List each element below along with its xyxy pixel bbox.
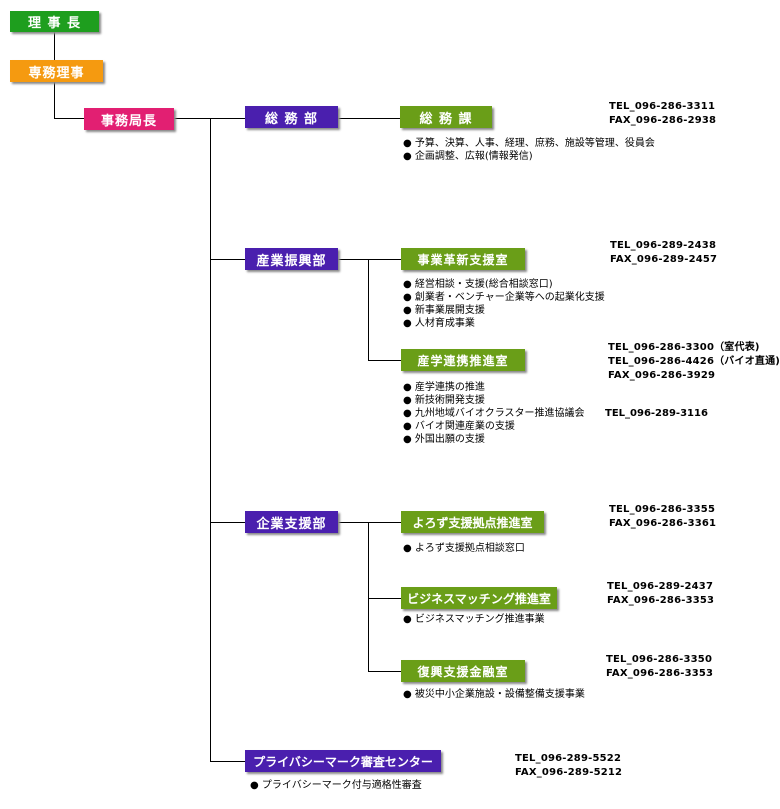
sec-recovery-box: 復興支援金融室 <box>401 660 525 682</box>
dept-industry-box: 産業振興部 <box>245 248 338 270</box>
list-item: 被災中小企業施設・設備整備支援事業 <box>403 688 585 701</box>
list-item: 外国出願の支援 <box>403 433 585 446</box>
secretary-general-box: 事務局長 <box>84 108 174 130</box>
contact-privacy: TEL_096-289-5522 FAX_096-289-5212 <box>515 752 622 780</box>
list-item: 創業者・ベンチャー企業等への起業化支援 <box>403 291 605 304</box>
connector-to-privacy <box>210 761 245 762</box>
duties-matching: ビジネスマッチング推進事業 <box>403 613 545 626</box>
contact-yorozu: TEL_096-286-3355 FAX_096-286-3361 <box>609 503 716 531</box>
list-item: 企画調整、広報(情報発信) <box>403 150 655 163</box>
connector-to-secretary <box>54 118 84 119</box>
connector-general-section <box>338 118 400 119</box>
industry-branch <box>368 259 369 360</box>
list-item: 産学連携の推進 <box>403 381 585 394</box>
list-item: 経営相談・支援(総合相談窓口) <box>403 278 605 291</box>
tel-innovation: TEL_096-289-2438 <box>610 240 717 251</box>
fax-recovery: FAX_096-286-3353 <box>606 668 714 679</box>
duties-yorozu: よろず支援拠点相談窓口 <box>403 542 525 555</box>
connector-to-general <box>210 118 245 119</box>
list-item: 予算、決算、人事、経理、庶務、施設等管理、役員会 <box>403 137 655 150</box>
chairman-box: 理 事 長 <box>10 11 99 32</box>
enterprise-branch <box>368 522 369 671</box>
connector-chairman-managing <box>54 32 55 60</box>
duties-general: 予算、決算、人事、経理、庶務、施設等管理、役員会 企画調整、広報(情報発信) <box>403 137 655 163</box>
connector-managing-secretary <box>54 82 55 118</box>
fax-general: FAX_096-286-2938 <box>609 115 717 126</box>
connector-to-innovation <box>368 259 401 260</box>
tel-matching: TEL_096-289-2437 <box>607 581 714 592</box>
connector-to-yorozu <box>368 522 401 523</box>
sec-general-box: 総 務 課 <box>400 106 492 128</box>
contact-collab: TEL_096-286-3300（室代表) TEL_096-286-4426（バ… <box>608 341 780 383</box>
duties-collab: 産学連携の推進 新技術開発支援 九州地域バイオクラスター推進協議会 バイオ関連産… <box>403 381 585 446</box>
tel-yorozu: TEL_096-286-3355 <box>609 504 716 515</box>
tel-general: TEL_096-286-3311 <box>609 101 716 112</box>
list-item: ビジネスマッチング推進事業 <box>403 613 545 626</box>
sec-yorozu-box: よろず支援拠点推進室 <box>401 511 544 533</box>
fax-innovation: FAX_096-289-2457 <box>610 254 718 265</box>
connector-to-matching <box>368 598 401 599</box>
list-item: プライバシーマーク付与適格性審査 <box>250 779 422 792</box>
connector-to-recovery <box>368 671 401 672</box>
contact-matching: TEL_096-289-2437 FAX_096-286-3353 <box>607 580 714 608</box>
connector-to-industry <box>210 259 245 260</box>
fax-collab: FAX_096-286-3929 <box>608 370 716 381</box>
duties-privacy: プライバシーマーク付与適格性審査 <box>250 779 422 792</box>
duties-recovery: 被災中小企業施設・設備整備支援事業 <box>403 688 585 701</box>
contact-innovation: TEL_096-289-2438 FAX_096-289-2457 <box>610 239 717 267</box>
connector-to-collab <box>368 360 401 361</box>
list-item: よろず支援拠点相談窓口 <box>403 542 525 555</box>
connector-industry-out <box>338 259 368 260</box>
tel-privacy: TEL_096-289-5522 <box>515 753 622 764</box>
connector-secretary-trunk <box>174 118 210 119</box>
list-item: 九州地域バイオクラスター推進協議会 <box>403 407 585 420</box>
list-item: 新事業展開支援 <box>403 304 605 317</box>
managing-director-box: 専務理事 <box>10 60 103 82</box>
contact-recovery: TEL_096-286-3350 FAX_096-286-3353 <box>606 653 713 681</box>
connector-enterprise-out <box>338 522 368 523</box>
sec-collab-box: 産学連携推進室 <box>401 349 525 371</box>
connector-to-enterprise <box>210 522 245 523</box>
list-item: バイオ関連産業の支援 <box>403 420 585 433</box>
tel-collab-main: TEL_096-286-3300（室代表) <box>608 342 760 353</box>
list-item: 人材育成事業 <box>403 317 605 330</box>
tel-collab-bio: TEL_096-286-4426（バイオ直通) <box>608 356 780 367</box>
contact-general: TEL_096-286-3311 FAX_096-286-2938 <box>609 100 716 128</box>
dept-general-box: 総 務 部 <box>245 106 338 128</box>
fax-matching: FAX_096-286-3353 <box>607 595 715 606</box>
list-item: 新技術開発支援 <box>403 394 585 407</box>
dept-privacy-box: プライバシーマーク審査センター <box>245 750 441 772</box>
tel-collab-cluster: TEL_096-289-3116 <box>605 408 708 419</box>
fax-yorozu: FAX_096-286-3361 <box>609 518 717 529</box>
sec-innovation-box: 事業革新支援室 <box>401 248 525 270</box>
fax-privacy: FAX_096-289-5212 <box>515 767 623 778</box>
duties-innovation: 経営相談・支援(総合相談窓口) 創業者・ベンチャー企業等への起業化支援 新事業展… <box>403 278 605 330</box>
main-trunk <box>210 118 211 761</box>
dept-enterprise-box: 企業支援部 <box>245 511 338 533</box>
sec-matching-box: ビジネスマッチング推進室 <box>401 587 557 609</box>
tel-recovery: TEL_096-286-3350 <box>606 654 713 665</box>
